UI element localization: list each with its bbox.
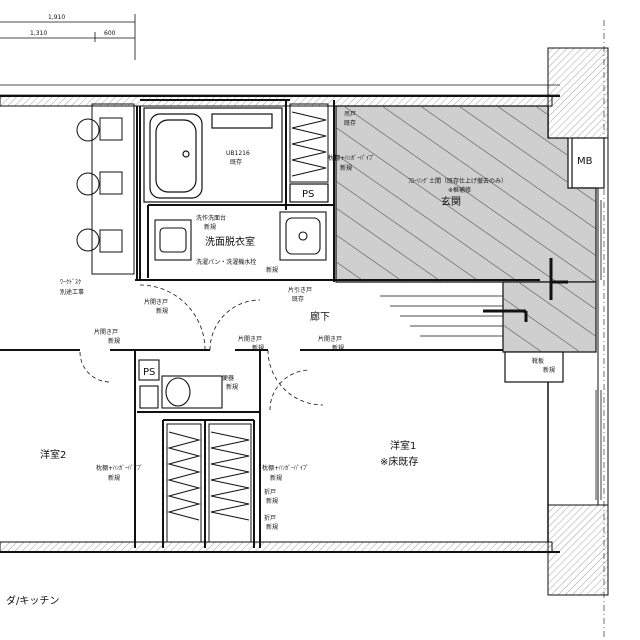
- room-mb: MB: [577, 156, 593, 167]
- hikido3-new: 新規: [108, 337, 120, 345]
- kutsu-new: 新規: [543, 366, 555, 374]
- hikido5-label: 片開き戸: [318, 335, 342, 343]
- bekkou-label: ﾜｰｸﾄﾞｽｸ: [60, 279, 81, 286]
- ub-kizon: 既存: [230, 158, 242, 166]
- pipe3-label: 枕棚+ﾊﾝｶﾞｰﾊﾟｲﾌﾟ: [262, 464, 309, 472]
- benjo-label: 便器: [222, 374, 234, 382]
- oritodo2-label: 折戸: [264, 514, 276, 522]
- ps-box-1: [289, 183, 329, 203]
- right-columns: [547, 20, 609, 640]
- washroom-fixtures: [154, 211, 327, 261]
- genkan-area: [335, 105, 597, 353]
- pipe3-new: 新規: [270, 474, 282, 482]
- hallway-steps: [380, 258, 568, 337]
- genkan-note2: ※框補修: [448, 186, 471, 194]
- room-youshitsu1-note: ※床既存: [380, 455, 418, 468]
- pipe1-label: 枕棚+ﾊﾝｶﾞｰﾊﾟｲﾌﾟ: [328, 154, 375, 162]
- closet-bottom: [166, 423, 252, 543]
- benjo-new: 新規: [226, 383, 238, 391]
- room-senmen: 洗面脱衣室: [205, 235, 255, 248]
- oritodo-new: 新規: [266, 497, 278, 505]
- hikido1-label: 片引き戸: [288, 286, 312, 294]
- closet-top: [289, 103, 329, 183]
- hikido2-new: 新規: [156, 307, 168, 315]
- kesho-new: 新規: [204, 223, 216, 231]
- kutsu-label: 靴板: [532, 357, 544, 365]
- mb-box: [571, 137, 605, 189]
- hikido3-label: 片開き戸: [94, 328, 118, 336]
- dimension-top: 1,910: [48, 14, 65, 21]
- room-ps2: PS: [143, 367, 155, 378]
- kakou-kizon: 既存: [344, 119, 356, 127]
- desk-area: [76, 103, 135, 275]
- bathtub: [143, 107, 283, 203]
- room-rouka: 廊下: [310, 310, 330, 323]
- kesho-label: 洗作洗面台: [196, 214, 226, 222]
- sentaku-label: 洗濯パン・洗濯機水栓: [196, 258, 256, 266]
- windows: [595, 200, 602, 500]
- door-swings: [79, 284, 324, 411]
- room-genkan: 玄関: [441, 195, 461, 208]
- room-ldk: ダ/キッチン: [6, 594, 59, 607]
- dimension-left: 1,310: [30, 30, 47, 37]
- bekkou2-label: 別途工事: [60, 288, 84, 296]
- room-youshitsu2: 洋室2: [40, 448, 66, 461]
- dimension-right: 600: [104, 30, 116, 37]
- pipe2-new: 新規: [108, 474, 120, 482]
- sentaku-new: 新規: [266, 266, 278, 274]
- dimension-lines: [0, 14, 560, 96]
- genkan-note: ﾌﾛｰﾘﾝｸﾞ土間（既存仕上げ撤去のみ）: [408, 177, 507, 185]
- ub-label: UB1216: [226, 150, 250, 157]
- kakou-top: 吊戸: [344, 111, 356, 118]
- pipe1-new: 新規: [340, 164, 352, 172]
- interior-walls: [0, 99, 540, 548]
- hikido2-label: 片開き戸: [144, 298, 168, 306]
- pipe2-label: 枕棚+ﾊﾝｶﾞｰﾊﾟｲﾌﾟ: [96, 464, 143, 472]
- shoe-cabinet: [504, 351, 564, 383]
- hikido5-new: 新規: [332, 344, 344, 352]
- room-ps1: PS: [302, 189, 314, 200]
- toilet: [138, 359, 223, 409]
- oritodo-label: 折戸: [264, 488, 276, 496]
- oritodo2-new: 新規: [266, 523, 278, 531]
- hikido4-label: 片開き戸: [238, 335, 262, 343]
- hikido4-new: 新規: [252, 344, 264, 352]
- room-youshitsu1: 洋室1: [390, 439, 416, 452]
- hikido1-kizon: 既存: [292, 295, 304, 303]
